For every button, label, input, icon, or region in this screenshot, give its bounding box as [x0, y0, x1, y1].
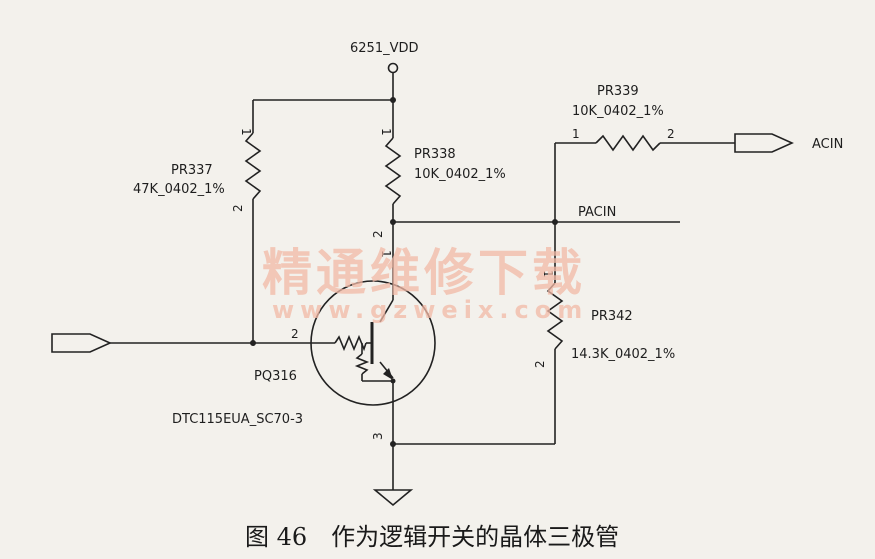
acin-port-symbol	[734, 133, 794, 153]
pr339-pin-2: 2	[667, 127, 675, 141]
pr339-ref-label: PR339	[597, 84, 639, 99]
resistor-pr338: 1 2 PR338 10K_0402_1%	[371, 100, 506, 238]
pr342-pin-1: 1	[541, 270, 555, 278]
acin-port: ACIN	[734, 133, 843, 153]
pr337-ref-label: PR337	[171, 163, 213, 178]
vdd-terminal-symbol	[387, 62, 399, 74]
vdd-supply: 6251_VDD	[350, 41, 419, 100]
junction-dot	[250, 340, 256, 346]
transistor-pq316: 2 1 3 PQ316 DTC115EUA_SC70-3	[172, 222, 436, 490]
vdd-label: 6251_VDD	[350, 41, 419, 56]
pacin-net-label: PACIN	[578, 205, 616, 220]
pr339-value-label: 10K_0402_1%	[572, 104, 664, 119]
pq316-base-pin: 2	[291, 327, 299, 341]
pq316-collector-pin: 1	[379, 250, 393, 258]
resistor-pr337: 1 2 PR337 47K_0402_1%	[133, 100, 262, 343]
pr338-pin-1: 1	[379, 128, 393, 136]
watermark-cn-text: 精通维修下载	[262, 244, 586, 302]
watermark: 精通维修下载 www.gzweix.com	[262, 244, 588, 324]
input-port-symbol	[51, 333, 112, 353]
pr338-value-label: 10K_0402_1%	[414, 167, 506, 182]
input-port	[51, 333, 335, 353]
pr342-value-label: 14.3K_0402_1%	[571, 347, 675, 362]
figure-caption: 图 46 作为逻辑开关的晶体三极管	[245, 523, 619, 551]
pq316-ref-label: PQ316	[254, 369, 297, 384]
pr338-pin-2: 2	[371, 230, 385, 238]
pr339-pin-1: 1	[572, 127, 580, 141]
watermark-url-text: www.gzweix.com	[272, 296, 588, 324]
pr342-pin-2: 2	[533, 360, 547, 368]
pr337-value-label: 47K_0402_1%	[133, 182, 225, 197]
pq316-part-label: DTC115EUA_SC70-3	[172, 412, 303, 427]
ground-symbol	[372, 489, 414, 507]
transistor-body-circle	[310, 280, 436, 406]
pr342-ref-label: PR342	[591, 309, 633, 324]
pr337-pin-1: 1	[239, 128, 253, 136]
pq316-emitter-pin: 3	[371, 432, 385, 440]
junction-dot	[390, 441, 396, 447]
resistor-pr342: 1 2 PR342 14.3K_0402_1%	[533, 222, 675, 444]
acin-port-label: ACIN	[812, 137, 843, 152]
pr337-pin-2: 2	[231, 204, 245, 212]
pr338-ref-label: PR338	[414, 147, 456, 162]
resistor-pr339: 1 2 PR339 10K_0402_1%	[554, 84, 735, 222]
